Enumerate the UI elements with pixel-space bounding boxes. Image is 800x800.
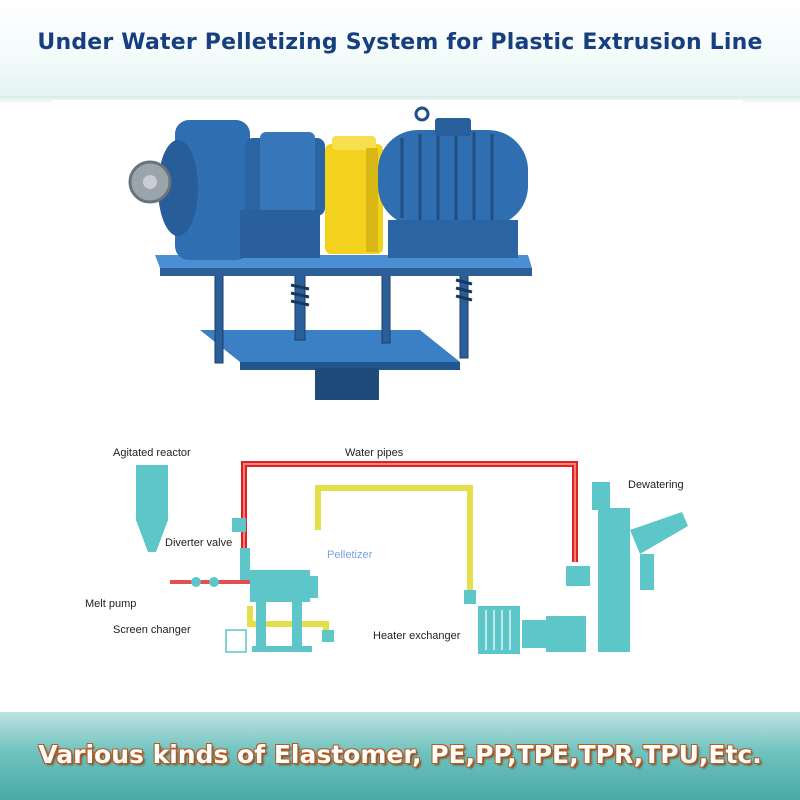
motor-base <box>388 220 518 258</box>
water-pipe-hot-inner <box>243 463 576 562</box>
water-pipe-cold <box>315 485 473 590</box>
spring-3 <box>381 267 391 344</box>
label-pelletizer: Pelletizer <box>327 549 373 561</box>
spring-coils <box>290 278 473 307</box>
spring-1 <box>214 267 224 364</box>
diverter-valve-stem <box>240 548 250 580</box>
footer-band <box>0 712 800 800</box>
upper-frame-plate <box>155 255 532 268</box>
motor-terminal-box <box>435 118 471 136</box>
water-pipe-return <box>247 606 329 634</box>
label-dewatering: Dewatering <box>628 479 684 491</box>
yellow-guard-shade <box>366 148 378 252</box>
diverter-valve-body <box>232 518 246 532</box>
coupling-body <box>260 132 315 227</box>
pelletizer-leg-left <box>256 602 266 652</box>
melt-pump-rotor-1 <box>191 577 201 587</box>
pelletizer-machine-illustration <box>128 106 532 400</box>
heater-exchanger <box>478 606 520 654</box>
cutter-housing <box>175 120 250 260</box>
label-screen-changer: Screen changer <box>113 624 191 636</box>
footer-material-list: Various kinds of Elastomer, PE,PP,TPE,TP… <box>38 740 762 769</box>
label-heater-exchanger: Heater exchanger <box>373 630 461 642</box>
dewatering-tower <box>598 508 630 652</box>
lower-base-plate-edge <box>240 362 460 370</box>
agitated-reactor <box>136 465 168 552</box>
header-band <box>0 0 800 100</box>
base-stand <box>315 368 379 400</box>
dewatering-chute <box>630 512 688 554</box>
heater-valve <box>464 590 476 604</box>
dewatering-top <box>592 482 610 510</box>
lower-base-plate <box>200 330 460 362</box>
pelletizer-base <box>252 646 312 652</box>
screen-changer-box <box>225 629 247 653</box>
bearing-block <box>240 210 320 258</box>
dewatering-inlet <box>566 566 590 586</box>
upper-frame-edge <box>160 268 532 276</box>
pelletizer-leg-right <box>292 602 302 652</box>
circulation-pump <box>522 620 546 648</box>
label-diverter-valve: Diverter valve <box>165 537 233 549</box>
pump-valve <box>322 630 334 642</box>
yellow-guard-top <box>332 136 376 150</box>
pelletizer-cutter <box>296 576 318 598</box>
page-title: Under Water Pelletizing System for Plast… <box>37 30 763 55</box>
heater-exchanger-fins <box>485 610 511 650</box>
water-pipe-hot <box>241 461 578 562</box>
label-melt-pump: Melt pump <box>85 598 137 610</box>
water-tank <box>546 616 586 652</box>
cutter-flange <box>158 140 198 236</box>
label-agitated-reactor: Agitated reactor <box>113 447 191 459</box>
label-water-pipes: Water pipes <box>345 447 404 459</box>
dewatering-outlet <box>640 554 654 590</box>
motor-fins <box>400 132 494 224</box>
melt-pump-rotor-2 <box>209 577 219 587</box>
cutter-center <box>143 175 157 189</box>
motor-lifting-eye <box>414 106 430 122</box>
process-flow-diagram <box>136 461 688 654</box>
